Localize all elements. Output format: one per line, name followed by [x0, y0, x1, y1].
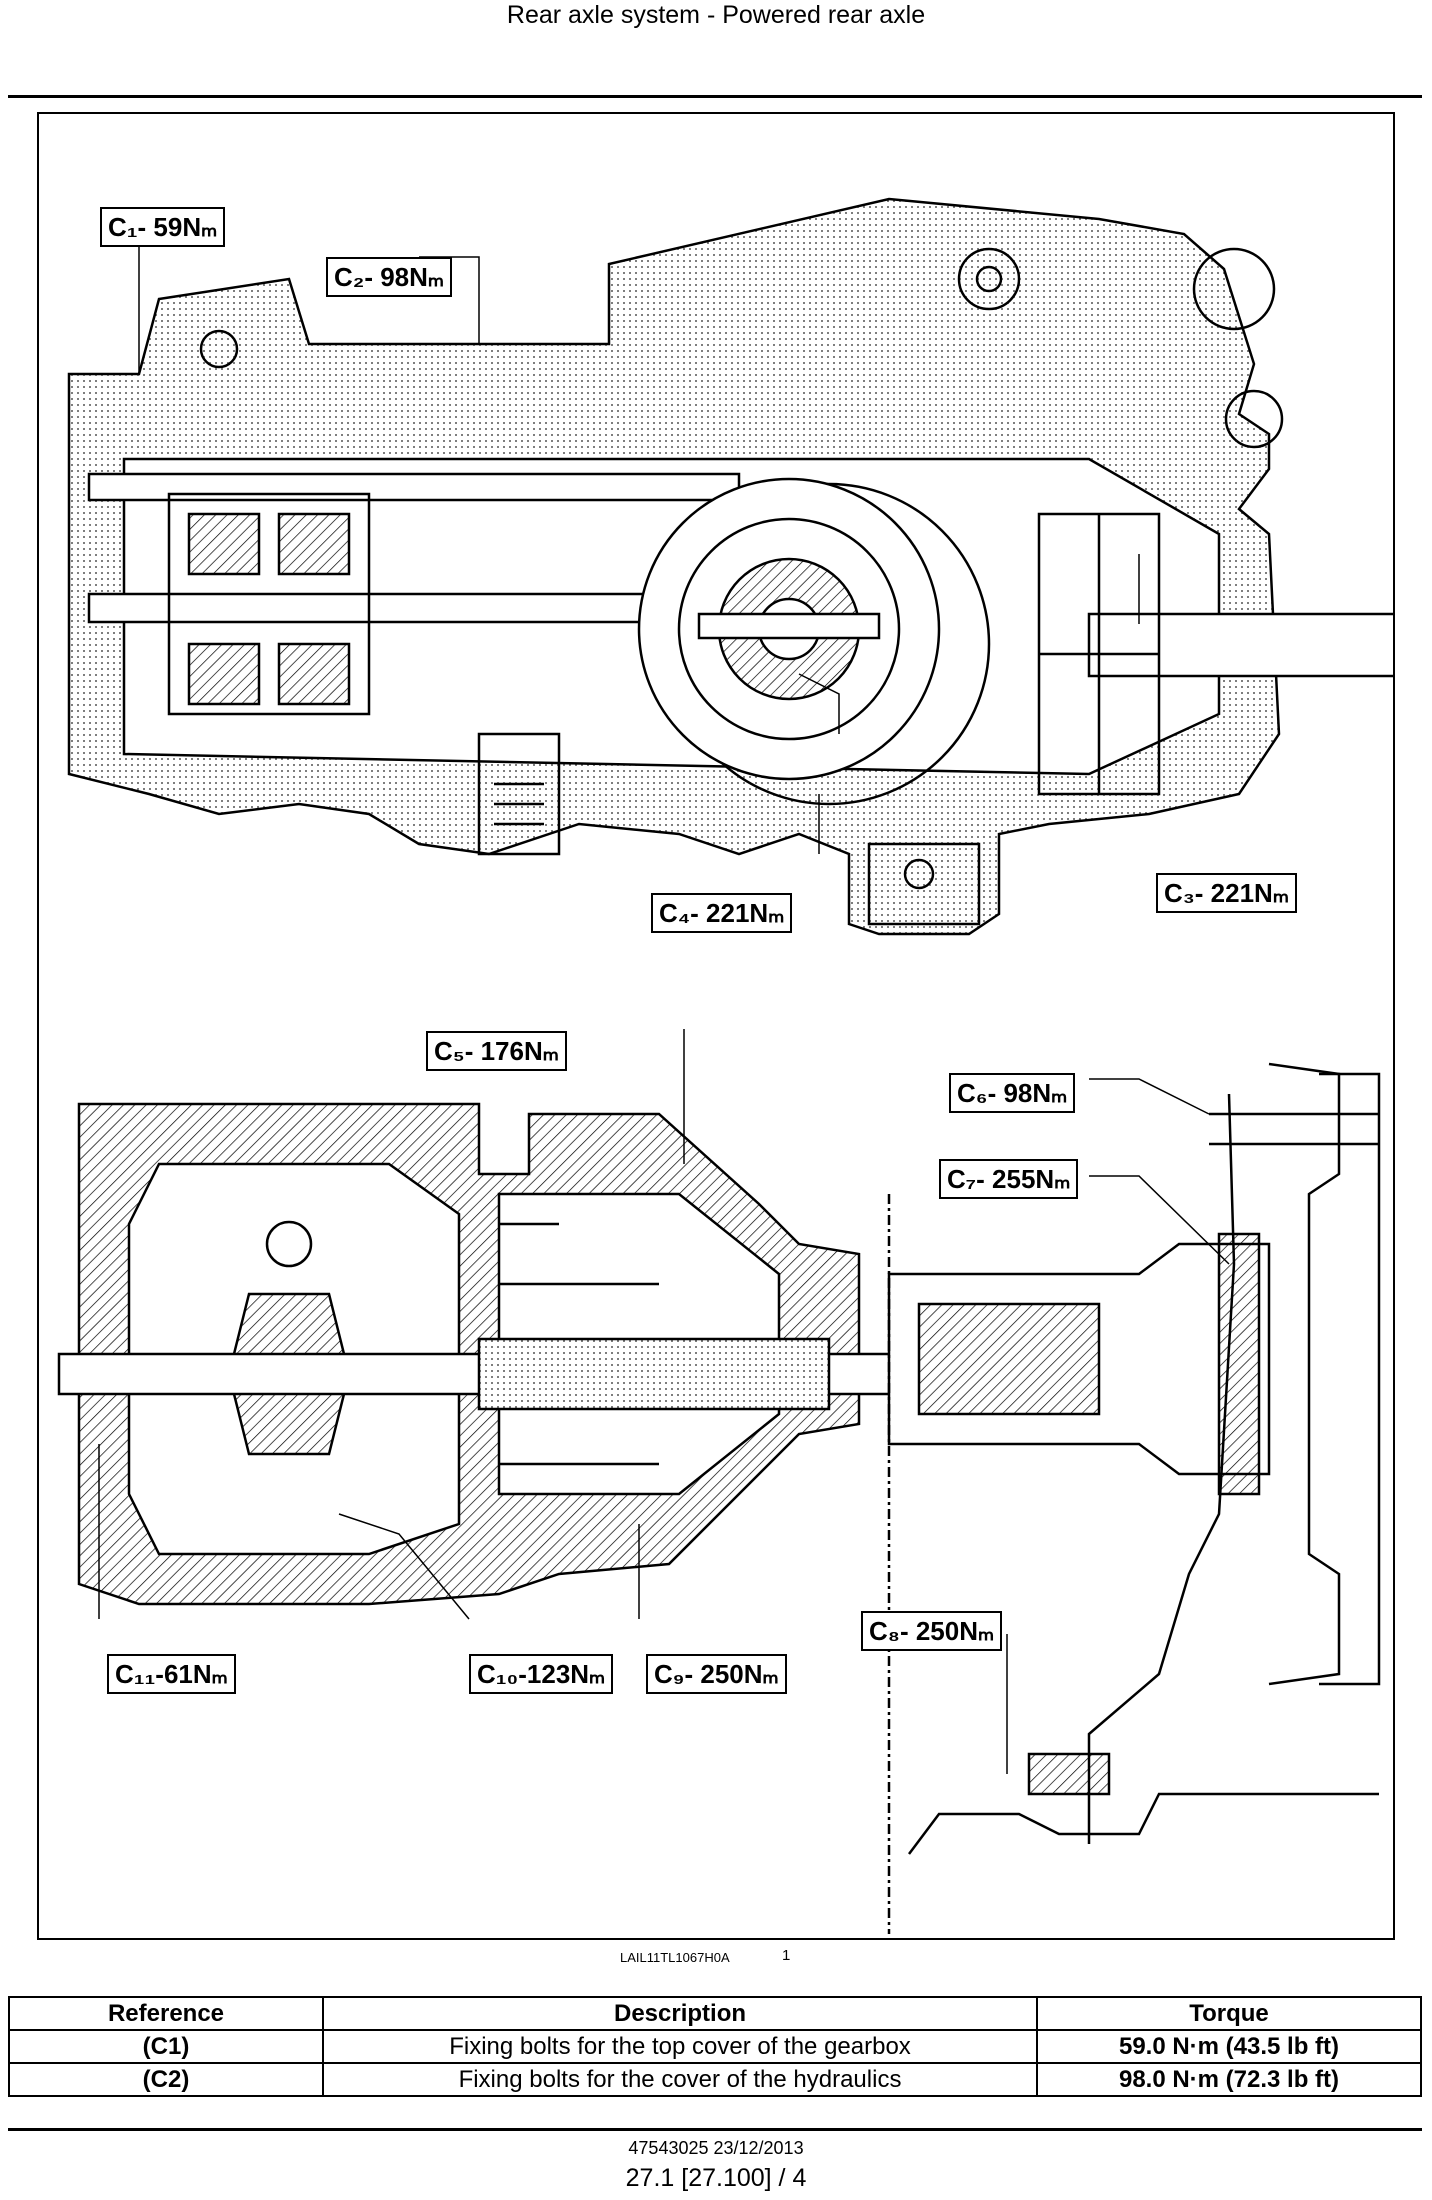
callout-c3: C₃- 221Nₘ: [1156, 873, 1298, 913]
cell-torque: 59.0 N·m (43.5 lb ft): [1036, 2029, 1422, 2064]
cell-description: Fixing bolts for the top cover of the ge…: [322, 2029, 1038, 2064]
torque-table: Reference Description Torque (C1) Fixing…: [8, 1996, 1422, 2097]
callout-c2: C₂- 98Nₘ: [326, 257, 453, 297]
drawing-svg: [57, 197, 1393, 1934]
header-reference: Reference: [8, 1996, 324, 2031]
header-description: Description: [322, 1996, 1038, 2031]
callout-c11: C₁₁-61Nₘ: [107, 1654, 236, 1694]
footer-page-number: 27.1 [27.100] / 4: [625, 2164, 807, 2192]
figure-number: 1: [782, 1947, 791, 1964]
callout-c6: C₆- 98Nₘ: [949, 1073, 1076, 1113]
callout-c10: C₁₀-123Nₘ: [469, 1654, 614, 1694]
table-row: (C1) Fixing bolts for the top cover of t…: [8, 2029, 1422, 2064]
callout-c9: C₉- 250Nₘ: [646, 1654, 787, 1694]
callout-c4: C₄- 221Nₘ: [651, 893, 793, 933]
lower-leader-lines: [98, 1029, 1230, 1774]
cell-reference: (C2): [8, 2062, 324, 2097]
exploded-drawing-figure: C₁- 59Nₘ C₂- 98Nₘ C₃- 221Nₘ C₄- 221Nₘ C₅…: [37, 112, 1395, 1940]
upper-leader-lines: [138, 246, 1140, 854]
callout-c5: C₅- 176Nₘ: [426, 1031, 567, 1071]
cell-torque: 98.0 N·m (72.3 lb ft): [1036, 2062, 1422, 2097]
gearbox-section-drawing: [67, 197, 1393, 936]
cell-reference: (C1): [8, 2029, 324, 2064]
callout-c8: C₈- 250Nₘ: [861, 1611, 1003, 1651]
callout-c1: C₁- 59Nₘ: [100, 207, 226, 247]
footer-rule: [8, 2128, 1422, 2131]
header-rule: [8, 95, 1422, 98]
table-row: (C2) Fixing bolts for the cover of the h…: [8, 2062, 1422, 2097]
rear-axle-section-drawing: [57, 1062, 1381, 1934]
header-torque: Torque: [1036, 1996, 1422, 2031]
figure-code: LAIL11TL1067H0A: [620, 1950, 730, 1965]
cell-description: Fixing bolts for the cover of the hydrau…: [322, 2062, 1038, 2097]
page-header-title: Rear axle system - Powered rear axle: [506, 1, 926, 29]
footer-doc-reference: 47543025 23/12/2013: [628, 2138, 804, 2158]
callout-c7: C₇- 255Nₘ: [939, 1159, 1079, 1199]
table-header-row: Reference Description Torque: [8, 1996, 1422, 2031]
